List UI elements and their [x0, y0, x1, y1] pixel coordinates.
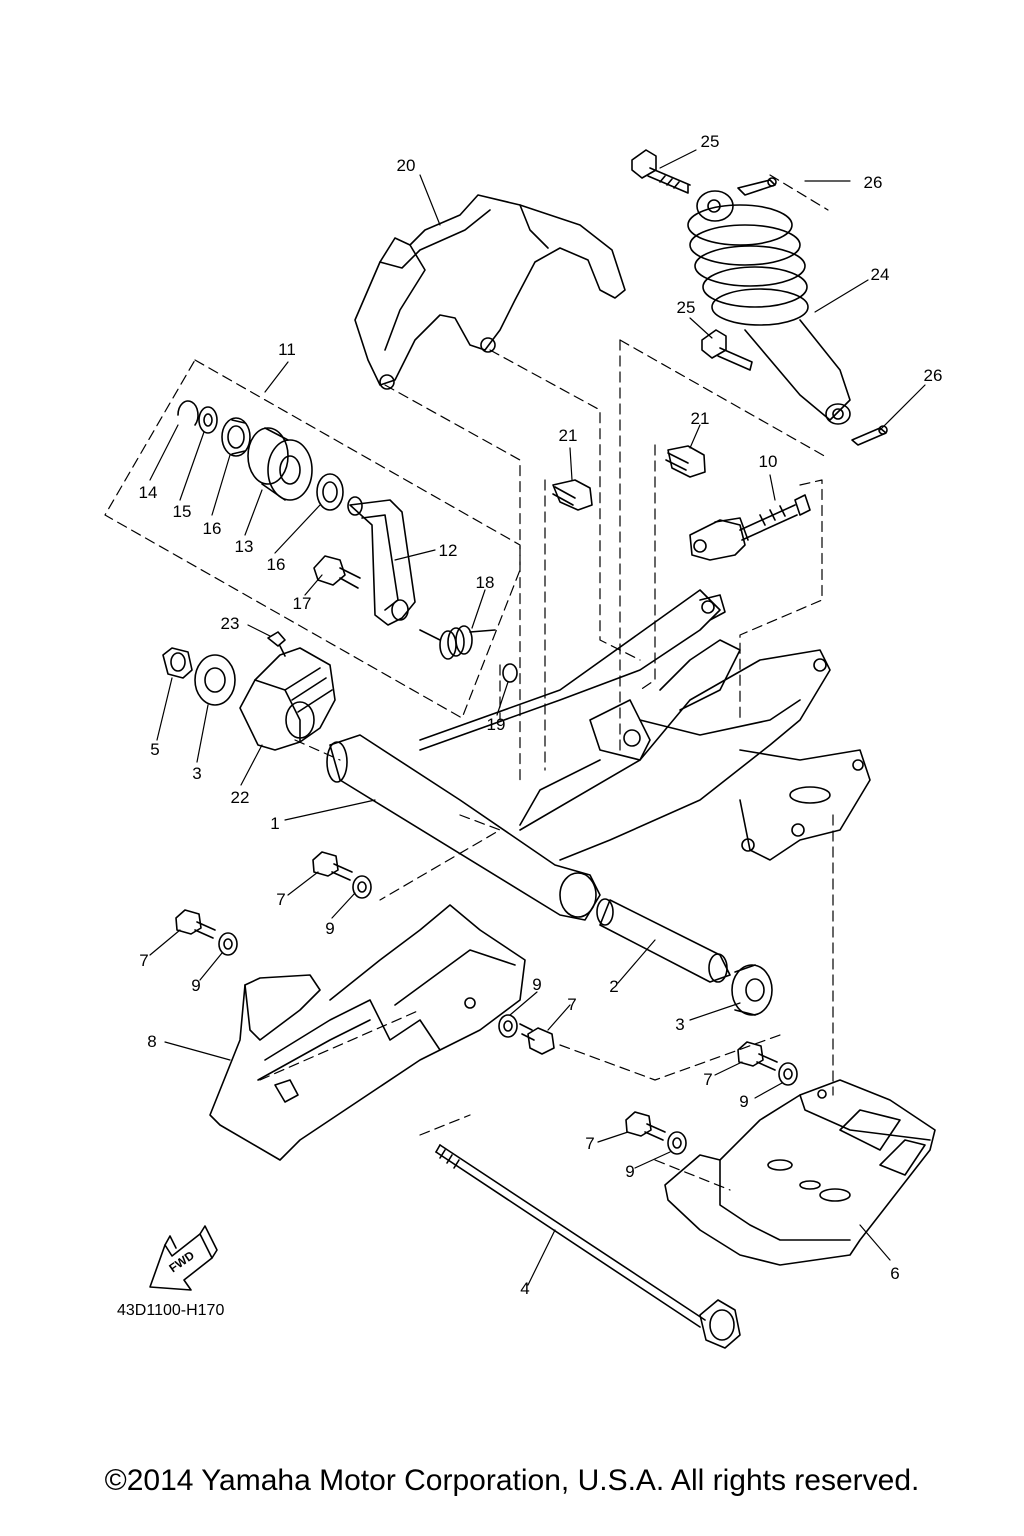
bolt-7-a [312, 851, 353, 881]
pivot-bolt-4 [435, 1144, 741, 1349]
callout-1: 1 [270, 814, 279, 833]
callout-24: 24 [871, 265, 890, 284]
callout-9-d: 9 [739, 1092, 748, 1111]
callout-14: 14 [139, 483, 158, 502]
chain-guard-8 [209, 904, 526, 1161]
callout-6: 6 [890, 1264, 899, 1283]
callout-18: 18 [476, 573, 495, 592]
callout-7-e: 7 [585, 1134, 594, 1153]
callout-7-c: 7 [567, 995, 576, 1014]
rear-shock-absorber [687, 190, 851, 425]
callout-21-left: 21 [559, 426, 578, 445]
swingarm [326, 589, 871, 921]
forward-direction-arrow-icon [149, 1225, 218, 1291]
bolt-7-e [625, 1111, 666, 1141]
callout-25-lower: 25 [677, 298, 696, 317]
callout-9-c: 9 [532, 975, 541, 994]
washer-9-c [498, 1014, 518, 1038]
callout-11: 11 [278, 340, 296, 359]
fwd-label: FWD [166, 1248, 197, 1275]
callout-7-d: 7 [703, 1070, 712, 1089]
cotter-pin-lower [851, 425, 888, 446]
callout-25-upper: 25 [701, 132, 720, 151]
callout-21-right: 21 [691, 409, 710, 428]
skid-plate-6 [664, 1079, 936, 1266]
tensioner-arm-12 [347, 496, 416, 626]
callout-12: 12 [439, 541, 458, 560]
rear-fender-guard [354, 194, 626, 390]
callout-26-lower: 26 [924, 366, 943, 385]
bearing-16-outer [221, 417, 251, 457]
callout-9-a: 9 [325, 919, 334, 938]
callout-7-a: 7 [276, 890, 285, 909]
flange-nut-5 [162, 647, 193, 679]
callout-17: 17 [293, 594, 312, 613]
callout-labels: 25 26 20 24 25 26 11 21 21 10 14 15 16 1… [139, 132, 943, 1298]
callout-4: 4 [520, 1279, 529, 1298]
callout-16-outer: 16 [203, 519, 222, 538]
washer-9-e [667, 1131, 687, 1155]
bolt-17 [313, 555, 361, 589]
bolt-7-c [519, 1023, 555, 1055]
pivot-collar-2 [596, 898, 731, 983]
washer-9-a [352, 875, 372, 899]
callout-26-upper: 26 [864, 173, 883, 192]
callout-3-right: 3 [675, 1015, 684, 1034]
bolt-7-d [737, 1041, 778, 1071]
thrust-cover-3-left [194, 654, 236, 706]
bolt-7-b [175, 909, 216, 939]
callout-8: 8 [147, 1032, 156, 1051]
callout-22: 22 [231, 788, 250, 807]
bearing-16-inner [316, 473, 344, 511]
washer-15 [198, 406, 218, 434]
thrust-cover-3-right [731, 964, 773, 1016]
assembly-guide-lines [104, 174, 834, 1191]
shock-mount-bolt-upper [631, 149, 691, 194]
callout-2: 2 [609, 977, 618, 996]
callout-20: 20 [397, 156, 416, 175]
tensioner-roller-13 [247, 427, 313, 501]
callout-3-left: 3 [192, 764, 201, 783]
washer-9-b [218, 932, 238, 956]
callout-16-inner: 16 [267, 555, 286, 574]
washer-9-d [778, 1062, 798, 1086]
callout-9-e: 9 [625, 1162, 634, 1181]
bolt-21-left [552, 479, 593, 511]
chain-adjuster [689, 494, 811, 561]
callout-5: 5 [150, 740, 159, 759]
callout-leader-lines [149, 149, 926, 1286]
callout-9-b: 9 [191, 976, 200, 995]
diagram-code: 43D1100-H170 [117, 1302, 224, 1319]
pivot-bracket-22 [239, 647, 336, 751]
bolt-21-right [665, 445, 706, 478]
callout-15: 15 [173, 502, 192, 521]
circlip-14 [177, 400, 199, 426]
callout-10: 10 [759, 452, 778, 471]
callout-7-b: 7 [139, 951, 148, 970]
callout-13: 13 [235, 537, 254, 556]
callout-19: 19 [487, 715, 506, 734]
copyright-notice: ©2014 Yamaha Motor Corporation, U.S.A. A… [104, 1464, 920, 1497]
torsion-spring-18 [419, 625, 496, 660]
callout-23: 23 [221, 614, 240, 633]
washer-19 [502, 663, 518, 683]
shock-mount-bolt-lower [701, 329, 753, 371]
grease-nipple-23 [267, 631, 286, 657]
cotter-pin-upper [737, 177, 777, 196]
